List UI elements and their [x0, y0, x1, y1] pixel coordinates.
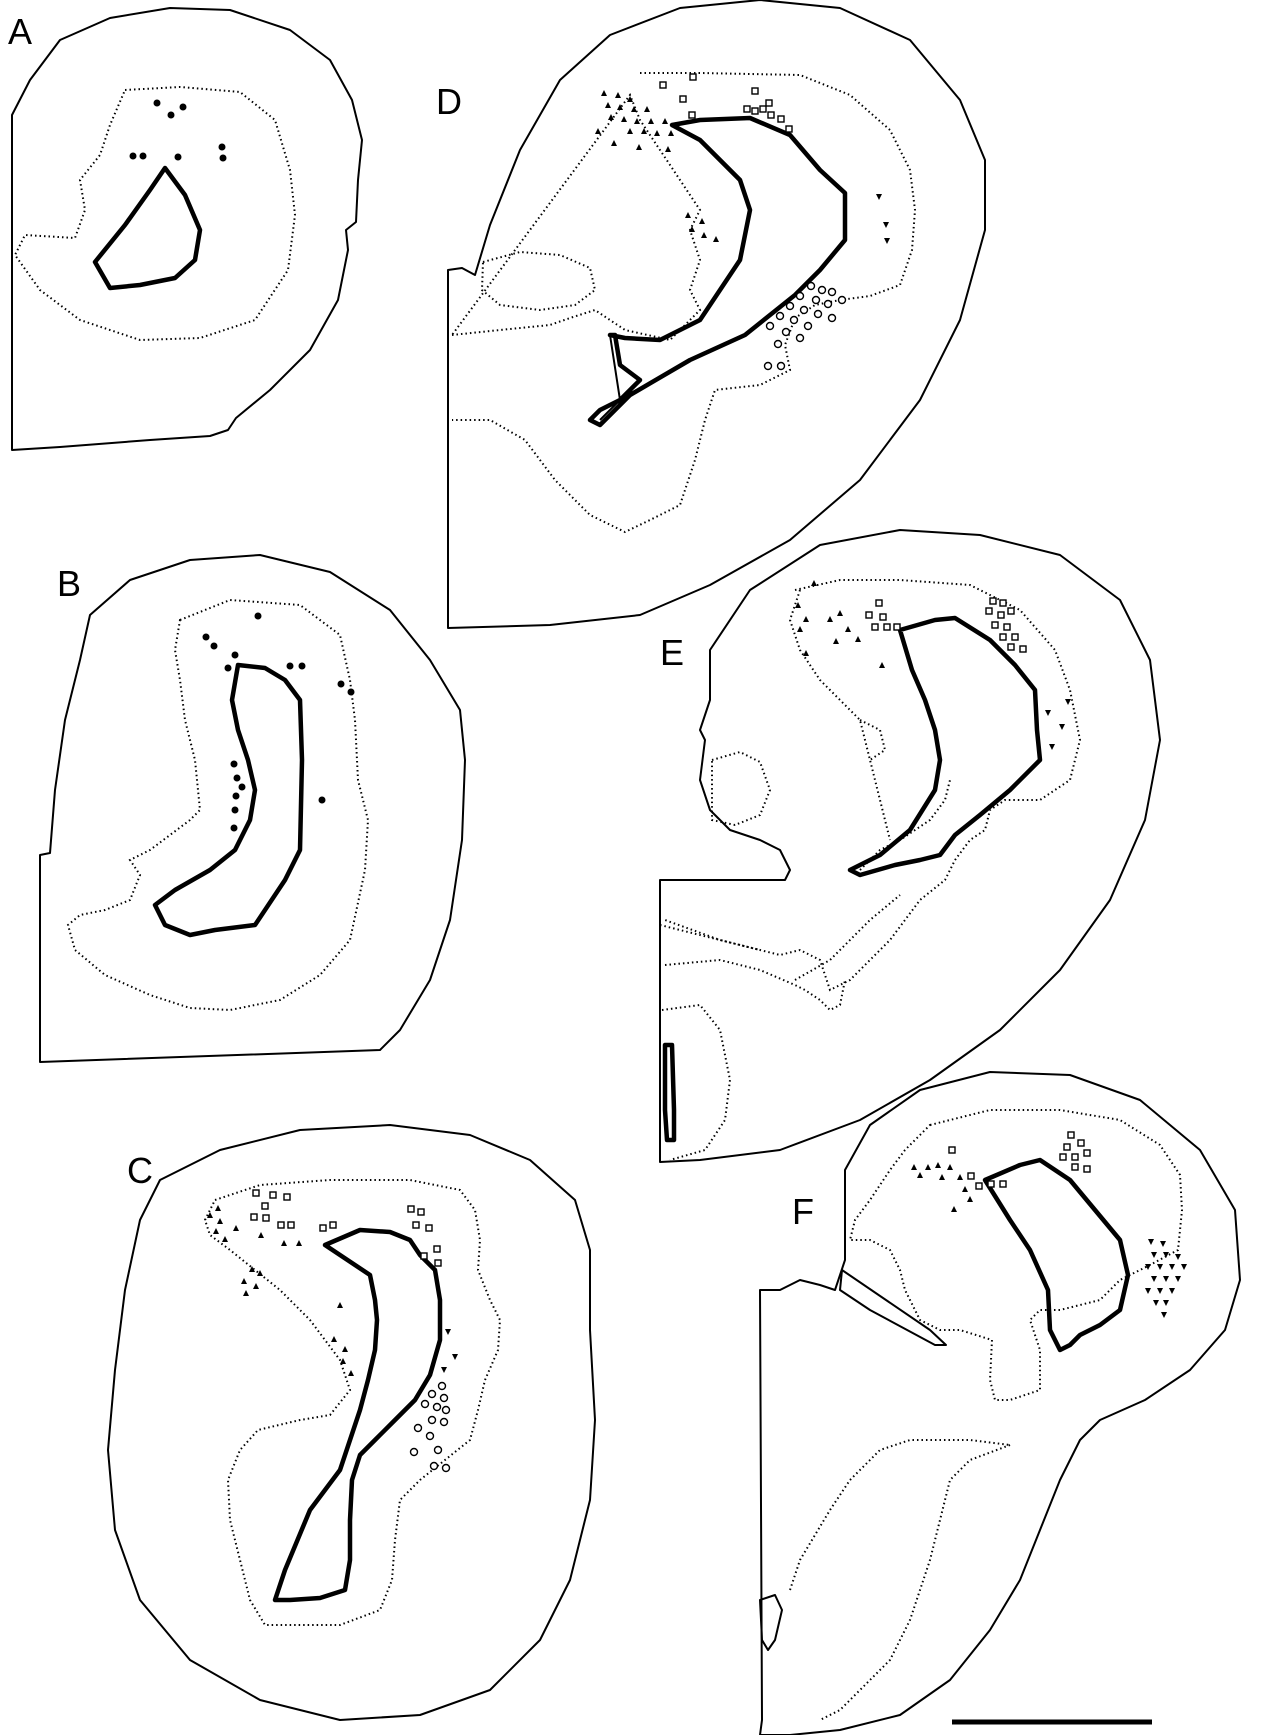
- markers-c: [207, 1190, 458, 1472]
- dotted-boundary-f: [850, 1110, 1182, 1400]
- dotted-boundary-d: [452, 73, 915, 532]
- panel-f: F: [760, 1072, 1240, 1735]
- panel-d: D: [436, 0, 985, 628]
- wedge-outline-f: [840, 1270, 946, 1345]
- dotted-boundary-a: [15, 87, 295, 340]
- panel-a: A: [8, 8, 362, 450]
- lesion-outline-f: [985, 1160, 1128, 1350]
- lesion-outline-e: [850, 618, 1040, 875]
- dotted-boundary-c: [205, 1180, 500, 1625]
- panel-label-d: D: [436, 81, 462, 122]
- panel-label-f: F: [792, 1191, 814, 1232]
- dotted-boundary-b: [68, 600, 368, 1010]
- lesion-outline-c: [275, 1230, 440, 1600]
- lesion-outline-a: [95, 168, 200, 288]
- lesion-outline-b: [155, 665, 302, 935]
- panel-label-c: C: [127, 1150, 153, 1191]
- dotted-lower-region-f: [790, 1440, 1010, 1720]
- panel-label-b: B: [57, 563, 81, 604]
- lesion-outline-d: [590, 118, 845, 425]
- section-outline-e: [660, 530, 1160, 1162]
- slit-outline-f: [760, 1595, 782, 1650]
- panel-e: E: [660, 530, 1160, 1162]
- markers-a: [130, 100, 227, 162]
- slit-marker-e: [665, 1045, 674, 1140]
- markers-b: [203, 613, 355, 832]
- section-outline-c: [108, 1125, 595, 1720]
- panel-b: B: [40, 555, 465, 1062]
- dotted-ventral-nucleus-d: [482, 252, 595, 310]
- dotted-ventral-nucleus-e: [712, 752, 770, 825]
- section-outline-d: [448, 0, 985, 628]
- panel-label-a: A: [8, 11, 32, 52]
- panel-c: C: [108, 1125, 595, 1720]
- panel-label-e: E: [660, 632, 684, 673]
- section-outline-a: [12, 8, 362, 450]
- dotted-boundary-e: [660, 580, 1080, 1010]
